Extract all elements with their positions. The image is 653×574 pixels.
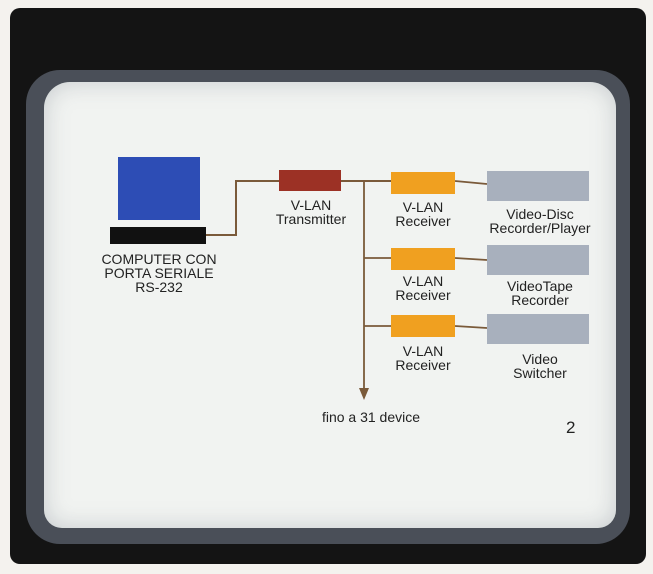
receiver-2-line-2: Receiver xyxy=(378,288,468,302)
computer-label-line-2: PORTA SERIALE xyxy=(74,266,244,280)
receiver-label-1: V-LAN Receiver xyxy=(378,200,468,228)
device-label-1: Video-Disc Recorder/Player xyxy=(470,207,610,235)
receiver-box-1 xyxy=(391,172,455,194)
device-box-3 xyxy=(487,314,589,344)
device-3-line-2: Switcher xyxy=(470,366,610,380)
computer-label-line-3: RS-232 xyxy=(74,280,244,294)
computer-keyboard xyxy=(110,227,206,244)
wire-receiver3-device3 xyxy=(455,326,487,328)
device-label-3: Video Switcher xyxy=(470,352,610,380)
device-1-line-2: Recorder/Player xyxy=(470,221,610,235)
bus-arrow xyxy=(359,388,369,400)
transmitter-box xyxy=(279,170,341,191)
computer-label: COMPUTER CON PORTA SERIALE RS-232 xyxy=(74,252,244,294)
receiver-box-2 xyxy=(391,248,455,270)
receiver-1-line-2: Receiver xyxy=(378,214,468,228)
receiver-label-3: V-LAN Receiver xyxy=(378,344,468,372)
device-3-line-1: Video xyxy=(470,352,610,366)
receiver-3-line-1: V-LAN xyxy=(378,344,468,358)
device-box-1 xyxy=(487,171,589,201)
receiver-3-line-2: Receiver xyxy=(378,358,468,372)
transmitter-label: V-LAN Transmitter xyxy=(258,198,364,226)
device-1-line-1: Video-Disc xyxy=(470,207,610,221)
wire-receiver1-device1 xyxy=(455,181,487,184)
device-box-2 xyxy=(487,245,589,275)
receiver-label-2: V-LAN Receiver xyxy=(378,274,468,302)
device-2-line-1: VideoTape xyxy=(470,279,610,293)
device-label-2: VideoTape Recorder xyxy=(470,279,610,307)
page-number: 2 xyxy=(566,418,575,438)
device-2-line-2: Recorder xyxy=(470,293,610,307)
wire-receiver2-device2 xyxy=(455,258,487,260)
receiver-1-line-1: V-LAN xyxy=(378,200,468,214)
receiver-2-line-1: V-LAN xyxy=(378,274,468,288)
footnote: fino a 31 device xyxy=(296,410,446,424)
transmitter-label-line-2: Transmitter xyxy=(258,212,364,226)
computer-monitor xyxy=(118,157,200,220)
receiver-box-3 xyxy=(391,315,455,337)
computer-label-line-1: COMPUTER CON xyxy=(74,252,244,266)
transmitter-label-line-1: V-LAN xyxy=(258,198,364,212)
